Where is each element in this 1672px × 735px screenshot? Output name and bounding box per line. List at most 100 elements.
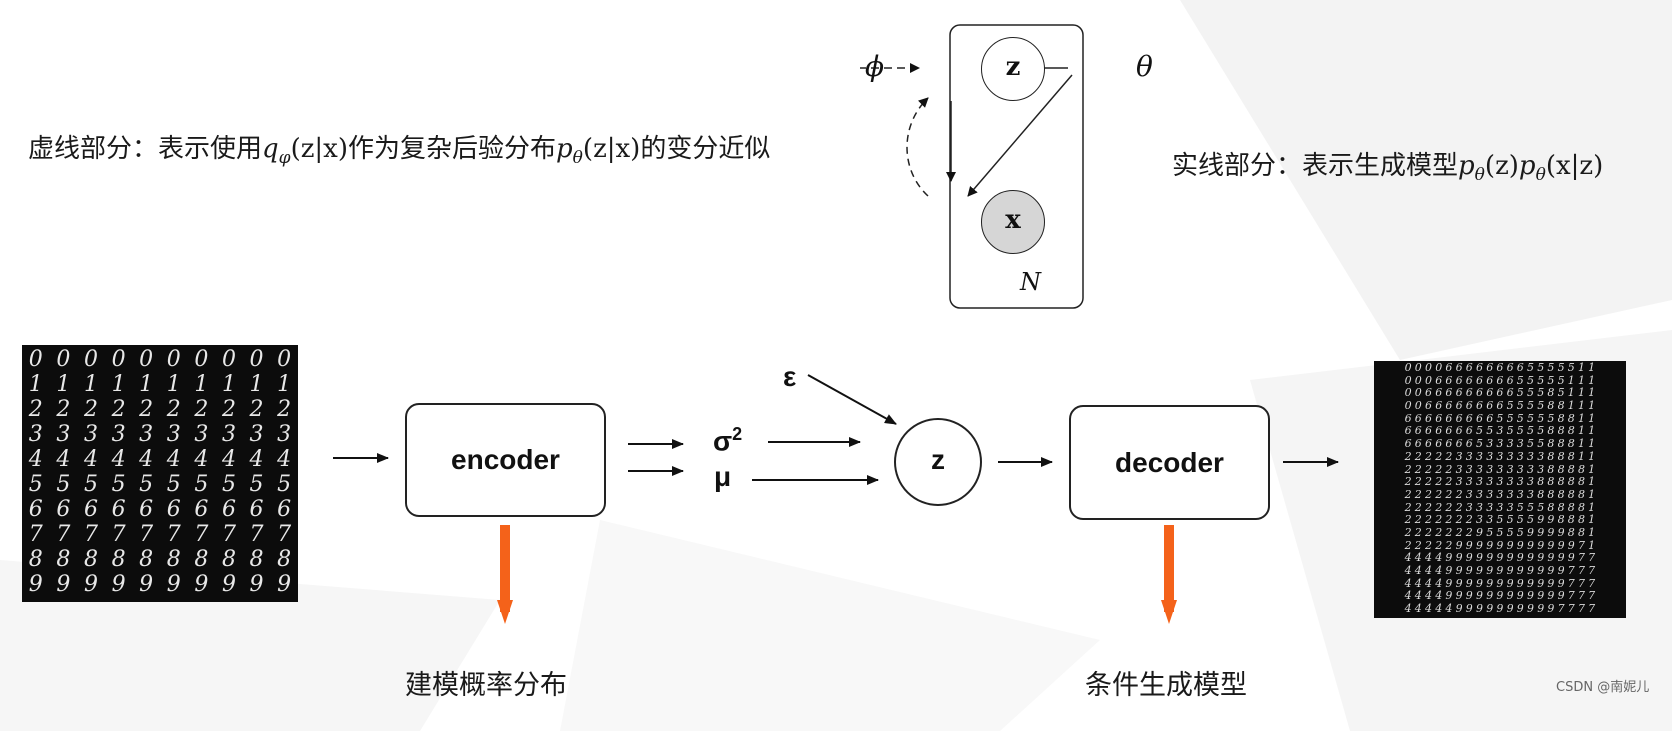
decoder-box: decoder bbox=[1069, 405, 1270, 520]
input-digit: 6 bbox=[249, 497, 264, 522]
input-digit: 5 bbox=[277, 472, 292, 497]
input-digit: 7 bbox=[166, 522, 181, 547]
input-digit: 8 bbox=[277, 547, 292, 572]
input-digit: 5 bbox=[166, 472, 181, 497]
input-digit: 1 bbox=[166, 372, 181, 397]
encoder-label: encoder bbox=[451, 444, 560, 475]
generated-digit-row: 2222233333333888881 bbox=[1404, 475, 1599, 489]
plate-label: N bbox=[1020, 268, 1041, 296]
input-digit: 5 bbox=[56, 472, 71, 497]
generated-digit-row: 2222222955559999881 bbox=[1404, 525, 1599, 539]
solid-line-note: 实线部分：表示生成模型pθ(z)pθ(x|z) bbox=[1172, 145, 1603, 185]
input-digit: 6 bbox=[83, 497, 98, 522]
graphical-model-edges bbox=[845, 24, 1084, 309]
input-digit: 4 bbox=[83, 447, 98, 472]
input-digit: 0 bbox=[194, 347, 209, 372]
input-digit: 0 bbox=[111, 347, 126, 372]
input-digit: 9 bbox=[56, 572, 71, 597]
input-digit: 0 bbox=[139, 347, 154, 372]
input-digit: 4 bbox=[277, 447, 292, 472]
p2-subscript: θ bbox=[1535, 165, 1546, 186]
sigma-superscript: 2 bbox=[732, 424, 743, 444]
input-digit: 7 bbox=[83, 522, 98, 547]
input-digit: 6 bbox=[194, 497, 209, 522]
input-digit: 3 bbox=[28, 422, 43, 447]
epsilon-symbol: ε bbox=[783, 361, 797, 392]
input-digit: 6 bbox=[277, 497, 292, 522]
input-digit: 3 bbox=[139, 422, 154, 447]
input-digit: 7 bbox=[56, 522, 71, 547]
input-digit: 6 bbox=[56, 497, 71, 522]
generated-digit-row: 4444499999999997777 bbox=[1404, 602, 1599, 616]
dashed-note-mid: 作为复杂后验分布 bbox=[348, 134, 557, 164]
generated-digit-row: 0066666666555588111 bbox=[1404, 399, 1599, 413]
input-digit: 8 bbox=[28, 547, 43, 572]
mu-symbol: μ bbox=[714, 461, 732, 492]
latent-z-label: z bbox=[931, 444, 945, 475]
input-digit: 8 bbox=[166, 547, 181, 572]
input-digit: 4 bbox=[249, 447, 264, 472]
q-symbol: q bbox=[262, 134, 279, 164]
generated-digit-row: 0066666666655585111 bbox=[1404, 386, 1599, 400]
input-digit: 1 bbox=[111, 372, 126, 397]
node-x: x bbox=[981, 190, 1045, 254]
input-digit: 6 bbox=[111, 497, 126, 522]
input-digit: 2 bbox=[56, 397, 71, 422]
input-digit: 2 bbox=[28, 397, 43, 422]
input-digit: 1 bbox=[194, 372, 209, 397]
input-digit: 0 bbox=[277, 347, 292, 372]
input-digit: 5 bbox=[111, 472, 126, 497]
generated-digit-row: 0006666666655555111 bbox=[1404, 373, 1599, 387]
input-digit: 6 bbox=[139, 497, 154, 522]
graphical-model bbox=[845, 20, 1160, 320]
input-digit: 8 bbox=[83, 547, 98, 572]
input-digit: 7 bbox=[277, 522, 292, 547]
input-digit: 2 bbox=[83, 397, 98, 422]
generated-digit-row: 2222299999999999971 bbox=[1404, 538, 1599, 552]
input-digit: 4 bbox=[194, 447, 209, 472]
dashed-note-prefix: 虚线部分：表示使用 bbox=[28, 134, 263, 164]
generated-digit-row: 6666666553555588811 bbox=[1404, 424, 1599, 438]
input-digit: 2 bbox=[111, 397, 126, 422]
input-digit: 8 bbox=[56, 547, 71, 572]
p-args: (z|x) bbox=[582, 134, 641, 164]
p2-symbol: p bbox=[1518, 151, 1536, 181]
input-digit: 9 bbox=[221, 572, 236, 597]
input-digit: 4 bbox=[221, 447, 236, 472]
input-digit: 8 bbox=[111, 547, 126, 572]
p1-symbol: p bbox=[1458, 151, 1475, 181]
p1-subscript: θ bbox=[1474, 165, 1485, 186]
input-digit: 6 bbox=[166, 497, 181, 522]
generated-digit-row: 2222233333333388811 bbox=[1404, 449, 1599, 463]
input-digit: 4 bbox=[166, 447, 181, 472]
input-digit: 0 bbox=[221, 347, 236, 372]
p2-args: (x|z) bbox=[1545, 151, 1604, 181]
input-digit: 2 bbox=[221, 397, 236, 422]
decoder-label: decoder bbox=[1115, 446, 1224, 478]
generated-digit-row: 4444999999999999777 bbox=[1404, 576, 1599, 590]
phi-symbol: ϕ bbox=[865, 50, 885, 83]
generated-digit-row: 2222222335555998881 bbox=[1404, 513, 1599, 527]
input-digit: 8 bbox=[139, 547, 154, 572]
input-digit: 3 bbox=[277, 422, 292, 447]
input-digit: 7 bbox=[249, 522, 264, 547]
input-digit: 0 bbox=[28, 347, 43, 372]
input-digit: 5 bbox=[249, 472, 264, 497]
generated-digit-row: 4444999999999999977 bbox=[1404, 551, 1599, 565]
p-subscript: θ bbox=[572, 148, 583, 169]
generated-digit-row: 2222233333333388881 bbox=[1404, 462, 1599, 476]
solid-note-prefix: 实线部分：表示生成模型 bbox=[1172, 151, 1459, 181]
input-digit: 3 bbox=[221, 422, 236, 447]
input-digit: 5 bbox=[28, 472, 43, 497]
input-digit: 9 bbox=[28, 572, 43, 597]
input-digit: 9 bbox=[249, 572, 264, 597]
input-digit: 2 bbox=[249, 397, 264, 422]
input-digit: 9 bbox=[166, 572, 181, 597]
